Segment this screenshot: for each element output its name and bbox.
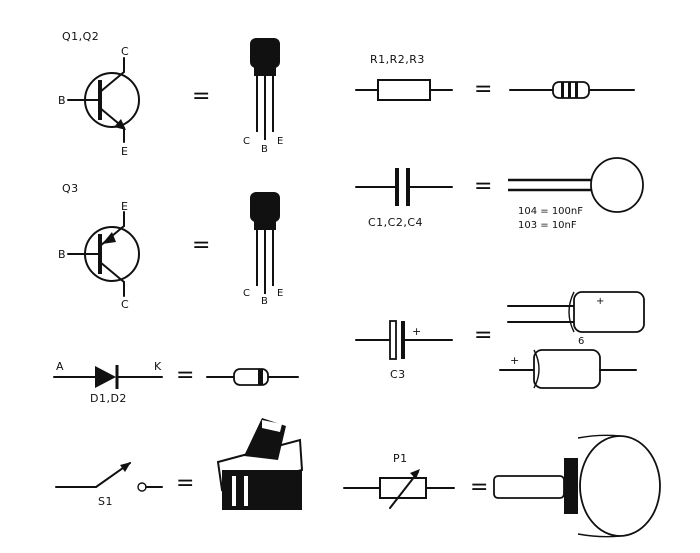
capacitor-code-103: 103 = 10nF bbox=[518, 220, 577, 231]
potentiometer-component bbox=[493, 434, 661, 538]
q3-pin-c: C bbox=[121, 298, 129, 311]
q1q2-leg-b: B bbox=[261, 144, 268, 155]
diode-cathode-label: K bbox=[154, 360, 162, 373]
q1q2-pin-b: B bbox=[58, 94, 66, 107]
electrolytic-capacitor-radial: + 6 bbox=[507, 291, 645, 347]
q3-pin-e: E bbox=[121, 200, 128, 213]
rocker-switch-component bbox=[216, 418, 304, 510]
switch-label: S1 bbox=[98, 495, 113, 508]
capacitor-code-104: 104 = 100nF bbox=[518, 206, 583, 217]
diode-anode-label: A bbox=[56, 360, 64, 373]
electrolytic-plus-symbol: + bbox=[412, 325, 422, 338]
q1q2-leg-c: C bbox=[243, 136, 250, 147]
to92-transistor-package: C B E bbox=[243, 192, 283, 307]
potentiometer-symbol: P1 bbox=[343, 452, 455, 509]
q3-label: Q3 bbox=[62, 182, 79, 195]
q3-pin-b: B bbox=[58, 248, 66, 261]
resistors-label: R1,R2,R3 bbox=[370, 53, 425, 66]
q1q2-leg-e: E bbox=[277, 136, 283, 147]
equals-sign: = bbox=[176, 363, 194, 388]
to92-transistor-package: C B E bbox=[243, 38, 283, 155]
q1q2-label: Q1,Q2 bbox=[62, 30, 99, 43]
electrolytic-mark: 6 bbox=[578, 336, 584, 347]
equals-sign: = bbox=[470, 475, 488, 500]
equals-sign: = bbox=[176, 471, 194, 496]
ceramic-capacitor-component: 104 = 100nF 103 = 10nF bbox=[508, 157, 644, 231]
equals-sign: = bbox=[474, 174, 492, 199]
capacitor-symbol: C1,C2,C4 bbox=[355, 168, 453, 229]
npn-transistor-symbol: Q1,Q2 C B E bbox=[58, 30, 140, 158]
equals-sign: = bbox=[192, 84, 210, 109]
resistor-symbol: R1,R2,R3 bbox=[355, 53, 453, 101]
capacitors-label: C1,C2,C4 bbox=[368, 216, 423, 229]
equals-sign: = bbox=[474, 77, 492, 102]
switch-symbol: S1 bbox=[55, 462, 163, 508]
electrolytic-capacitor-axial: + bbox=[499, 349, 637, 389]
potentiometer-label: P1 bbox=[393, 452, 408, 465]
diode-component bbox=[206, 368, 299, 386]
electrolytic-capacitor-symbol: + C3 bbox=[355, 320, 453, 381]
pnp-transistor-symbol: Q3 E B C bbox=[58, 182, 140, 311]
electrolytic-label: C3 bbox=[390, 368, 406, 381]
electrolytic-plus-bottom: + bbox=[510, 354, 520, 367]
q3-leg-c: C bbox=[243, 288, 250, 299]
q3-leg-b: B bbox=[261, 296, 268, 307]
q1q2-pin-e: E bbox=[121, 145, 128, 158]
equals-sign: = bbox=[474, 323, 492, 348]
q1q2-pin-c: C bbox=[121, 45, 129, 58]
electrolytic-plus-top: + bbox=[596, 296, 604, 307]
diode-label: D1,D2 bbox=[90, 392, 127, 405]
resistor-component bbox=[509, 81, 635, 99]
diode-symbol: A K D1,D2 bbox=[53, 360, 163, 405]
q3-leg-e: E bbox=[277, 288, 283, 299]
equals-sign: = bbox=[192, 233, 210, 258]
